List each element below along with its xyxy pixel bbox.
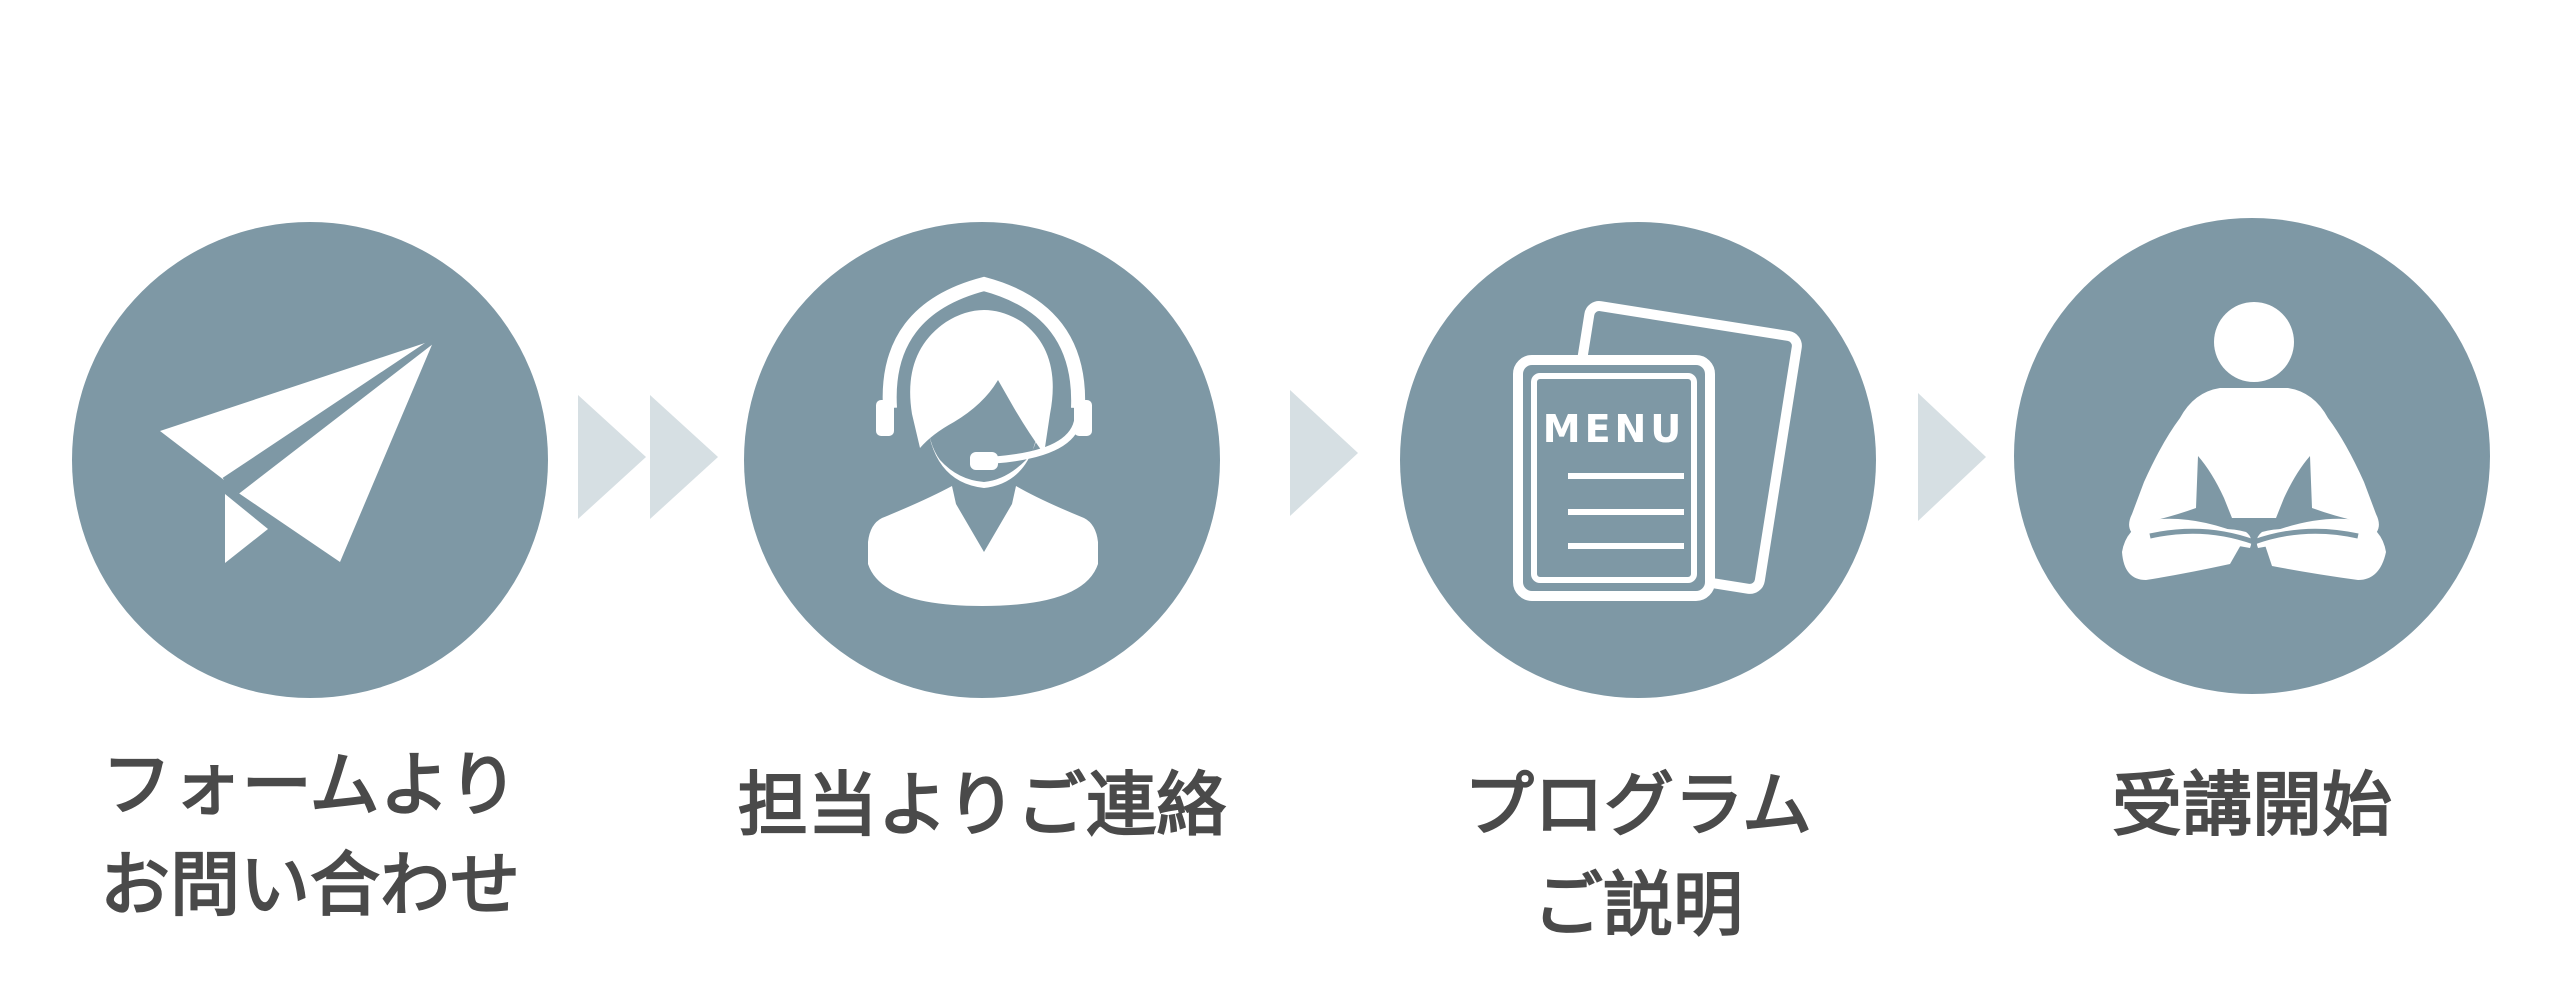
step-2-circle [744, 222, 1220, 698]
step-3-label-line-2: ご説明 [1533, 864, 1743, 946]
operator-headset-icon [744, 222, 1220, 698]
step-4-label: 受講開始 [1952, 755, 2552, 855]
step-4-circle [2014, 218, 2490, 694]
paper-plane-icon [72, 222, 548, 698]
meditation-person-icon [2014, 218, 2490, 694]
step-1-circle [72, 222, 548, 698]
step-4-label-line-1: 受講開始 [2112, 764, 2392, 846]
step-1-label-line-1: フォームより [101, 744, 519, 826]
step-1-label-line-2: お問い合わせ [100, 844, 520, 926]
double-chevron-arrow-icon [578, 395, 718, 527]
chevron-arrow-icon [1290, 390, 1360, 516]
step-2-label: 担当よりご連絡 [682, 755, 1282, 855]
step-2-label-line-1: 担当よりご連絡 [737, 764, 1227, 846]
menu-text: MENU [1543, 407, 1685, 451]
step-1-label: フォームより お問い合わせ [10, 735, 610, 935]
step-3-circle: MENU [1400, 222, 1876, 698]
step-3-label-line-1: プログラム [1464, 764, 1812, 846]
menu-document-icon: MENU [1400, 222, 1876, 698]
chevron-arrow-icon-2 [1918, 393, 1988, 521]
step-3-label: プログラム ご説明 [1338, 755, 1938, 955]
